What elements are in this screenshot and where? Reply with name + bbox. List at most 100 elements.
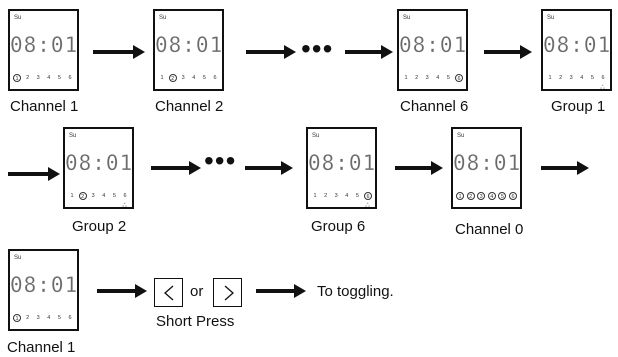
channel-indicator: 5 [57, 75, 61, 81]
channel-indicator: 5 [112, 193, 116, 199]
channel-indicator: 3 [36, 75, 40, 81]
panel-label-channel-0: Channel 0 [455, 221, 524, 238]
channel-indicator: 2 [559, 75, 563, 81]
short-press-caption: Short Press [156, 313, 235, 330]
channel-indicator: 1 [313, 193, 317, 199]
channel-indicator: 1 [13, 314, 21, 322]
panel-label-channel-1: Channel 1 [10, 98, 79, 115]
or-text: or [190, 283, 204, 300]
channel-indicator: 2 [26, 75, 30, 81]
channel-indicator: 1 [70, 193, 74, 199]
channel-indicator: 3 [36, 315, 40, 321]
left-key-button [154, 278, 183, 307]
channel-indicator: 6 [68, 75, 72, 81]
channel-indicator: 4 [47, 75, 51, 81]
flow-arrow [345, 45, 393, 59]
channel-indicator: 5 [446, 75, 450, 81]
chevron-right-icon [224, 285, 234, 301]
flow-arrow [395, 161, 443, 175]
ellipsis-row-2: ••• [204, 145, 237, 176]
day-indicator: Su [312, 133, 320, 139]
channel-indicator: 2 [168, 74, 177, 82]
flow-arrow [256, 284, 306, 298]
flow-arrow [8, 167, 60, 181]
channel-indicator: 5 [355, 193, 359, 199]
time-display: 08:01 [10, 33, 79, 57]
flow-arrow [97, 284, 147, 298]
flow-arrow [246, 45, 296, 59]
channel-indicator: 6 [123, 193, 127, 199]
channel-indicator: 5 [202, 75, 206, 81]
flow-arrow [541, 161, 589, 175]
result-text: To toggling. [317, 283, 394, 300]
panel-label-group-1: Group 1 [551, 98, 606, 115]
panel-label-group-2: Group 2 [72, 218, 127, 235]
time-display: 08:01 [453, 151, 522, 175]
time-display: 08:01 [155, 33, 224, 57]
panel-label-channel-6: Channel 6 [400, 98, 469, 115]
time-display: 08:01 [308, 151, 377, 175]
panel-label-group-6: Group 6 [311, 218, 366, 235]
flow-arrow [93, 45, 145, 59]
channel-indicator: 6 [363, 192, 372, 200]
flow-arrow [484, 45, 532, 59]
time-display: 08:01 [399, 33, 468, 57]
channel-indicator: 1 [456, 192, 464, 200]
channel-indicator: 3 [569, 75, 573, 81]
panel-label-channel-2: Channel 2 [155, 98, 224, 115]
channel-indicator: 3 [334, 193, 338, 199]
channel-indicator: 2 [324, 193, 328, 199]
group-icon: ஃ [365, 203, 370, 209]
time-display: 08:01 [543, 33, 612, 57]
flow-arrow [151, 161, 201, 175]
flow-arrow [245, 161, 293, 175]
channel-indicator: 5 [590, 75, 594, 81]
channel-indicator: 2 [78, 192, 87, 200]
channel-indicator: 2 [466, 192, 475, 200]
right-key-button [213, 278, 242, 307]
day-indicator: Su [547, 15, 555, 21]
channel-indicator: 4 [102, 193, 106, 199]
channel-indicator: 2 [415, 75, 419, 81]
channel-indicator: 6 [454, 74, 463, 82]
day-indicator: Su [14, 255, 22, 261]
panel-label-channel-1-bottom: Channel 1 [7, 339, 76, 356]
channel-indicator: 5 [57, 315, 61, 321]
group-icon: ஃ [600, 85, 605, 91]
day-indicator: Su [14, 15, 22, 21]
channel-indicator: 3 [91, 193, 95, 199]
channel-indicator: 4 [47, 315, 51, 321]
channel-indicator: 6 [601, 75, 605, 81]
group-icon: ஃ [122, 203, 127, 209]
day-indicator: Su [403, 15, 411, 21]
channel-indicator: 6 [508, 192, 517, 200]
channel-indicator: 4 [345, 193, 349, 199]
channel-indicator: 3 [477, 192, 486, 200]
channel-indicator: 4 [436, 75, 440, 81]
channel-indicator: 6 [213, 75, 217, 81]
day-indicator: Su [457, 133, 465, 139]
channel-indicator: 5 [498, 192, 507, 200]
channel-indicator: 1 [160, 75, 164, 81]
channel-indicator: 6 [68, 315, 72, 321]
channel-indicator: 1 [548, 75, 552, 81]
channel-indicator: 2 [26, 315, 30, 321]
channel-indicator: 1 [404, 75, 408, 81]
channel-indicator: 4 [487, 192, 496, 200]
